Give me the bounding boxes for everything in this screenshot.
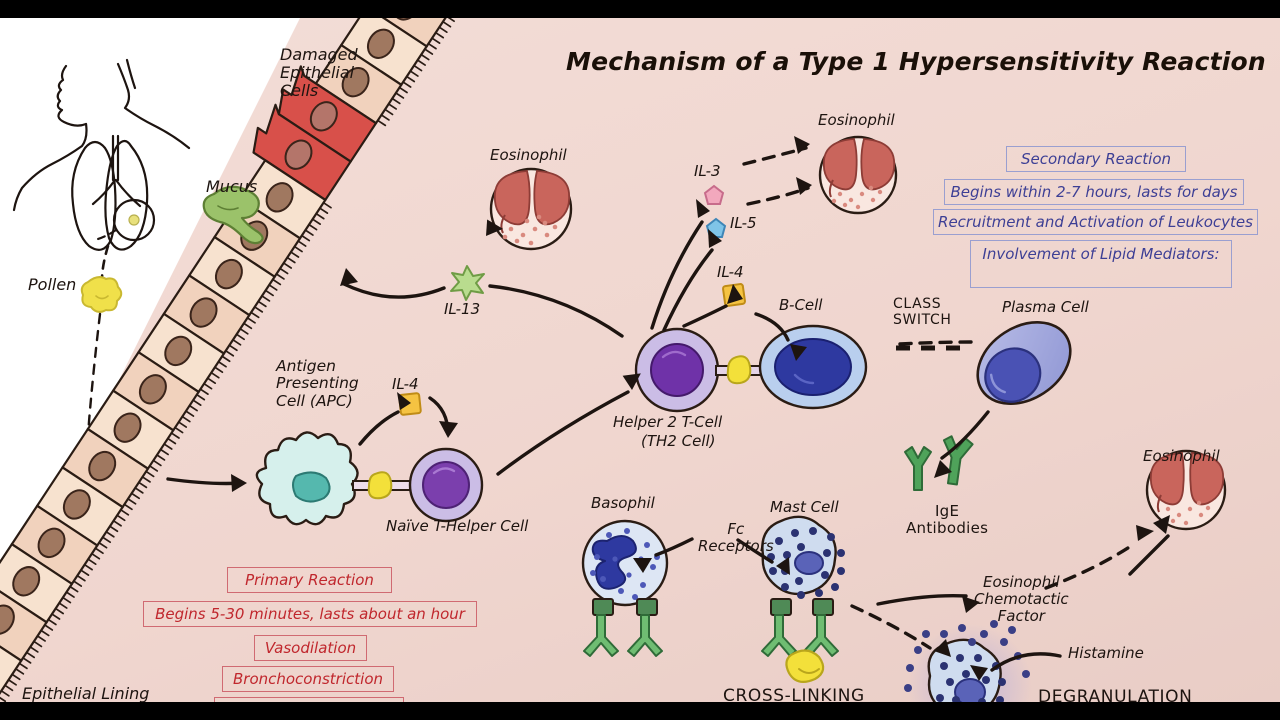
label-il4-apc: IL-4: [392, 375, 419, 393]
label-mast-cell: Mast Cell: [770, 498, 839, 516]
label-plasma-cell: Plasma Cell: [1002, 298, 1089, 316]
label-naive-t-helper-cell: Naïve T-Helper Cell: [386, 517, 529, 535]
label-damaged-epithelial-cells: Damaged Epithelial Cells: [280, 45, 358, 100]
eosinophil-top-cell: [818, 135, 898, 215]
helper-2-t-cell: [634, 327, 720, 413]
mast-cell: [761, 515, 845, 684]
il13-molecule: [450, 265, 485, 301]
label-eosinophil-top: Eosinophil: [818, 111, 895, 129]
label-antigen-presenting-cell: Antigen Presenting Cell (APC): [276, 357, 359, 410]
label-cross-linking: CROSS-LINKING: [723, 686, 865, 702]
primary-reaction-box-2: Vasodilation: [254, 635, 367, 661]
primary-reaction-box-4: Endothelial Permeability: [214, 697, 404, 702]
basophil-cell: [581, 519, 669, 657]
secondary-reaction-box-1: Begins within 2-7 hours, lasts for days: [944, 179, 1244, 205]
label-basophil: Basophil: [591, 494, 655, 512]
antigen-presenting-cell: [255, 431, 359, 526]
label-mucus: Mucus: [206, 177, 258, 196]
secondary-reaction-box-0: Secondary Reaction: [1006, 146, 1186, 172]
epithelial-lining: [0, 18, 455, 702]
arrow-layer: [166, 136, 1170, 681]
label-class-switch: CLASS SWITCH: [893, 296, 952, 328]
il3-molecule: [703, 184, 725, 205]
mucus-blob: [202, 185, 264, 245]
label-eosinophil-left: Eosinophil: [490, 146, 567, 164]
label-il13: IL-13: [444, 300, 481, 318]
label-fc-receptors: Fc Receptors: [698, 520, 774, 555]
label-b-cell: B-Cell: [779, 296, 823, 314]
label-il3: IL-3: [694, 162, 721, 180]
eosinophil-left-cell: [489, 167, 573, 251]
plasma-cell: [976, 321, 1072, 405]
cell-artwork: [0, 18, 1227, 702]
label-eosinophil-chemotactic-factor: Eosinophil Chemotactic Factor: [974, 573, 1069, 625]
letterbox-top: [0, 0, 1280, 18]
label-degranulation: DEGRANULATION: [1038, 687, 1193, 702]
label-ige-antibodies: IgE Antibodies: [906, 502, 989, 537]
apc-tcell-synapse: [352, 471, 412, 500]
primary-reaction-box-0: Primary Reaction: [227, 567, 392, 593]
naive-t-helper-cell: [408, 447, 484, 523]
th2-bcell-synapse: [715, 355, 767, 385]
label-pollen: Pollen: [28, 275, 77, 294]
secondary-reaction-box-3: Involvement of Lipid Mediators:: [970, 240, 1232, 288]
eosinophil-right-cell: [1145, 449, 1227, 531]
diagram-canvas: Mechanism of a Type 1 Hypersensitivity R…: [0, 18, 1280, 702]
label-helper-2-t-cell: Helper 2 T-Cell: [613, 413, 723, 431]
b-cell: [758, 324, 868, 410]
label-epithelial-lining: Epithelial Lining: [22, 684, 150, 702]
label-helper-2-t-cell-sub: (TH2 Cell): [641, 432, 716, 450]
label-il5: IL-5: [730, 214, 757, 232]
label-eosinophil-right: Eosinophil: [1143, 447, 1220, 465]
letterbox-bottom: [0, 702, 1280, 720]
secondary-reaction-box-2: Recruitment and Activation of Leukocytes: [933, 209, 1258, 235]
page-title: Mechanism of a Type 1 Hypersensitivity R…: [566, 47, 1266, 76]
primary-reaction-box-1: Begins 5-30 minutes, lasts about an hour: [143, 601, 477, 627]
label-il4-top: IL-4: [717, 263, 744, 281]
primary-reaction-box-3: Bronchoconstriction: [222, 666, 394, 692]
label-histamine: Histamine: [1068, 644, 1144, 662]
